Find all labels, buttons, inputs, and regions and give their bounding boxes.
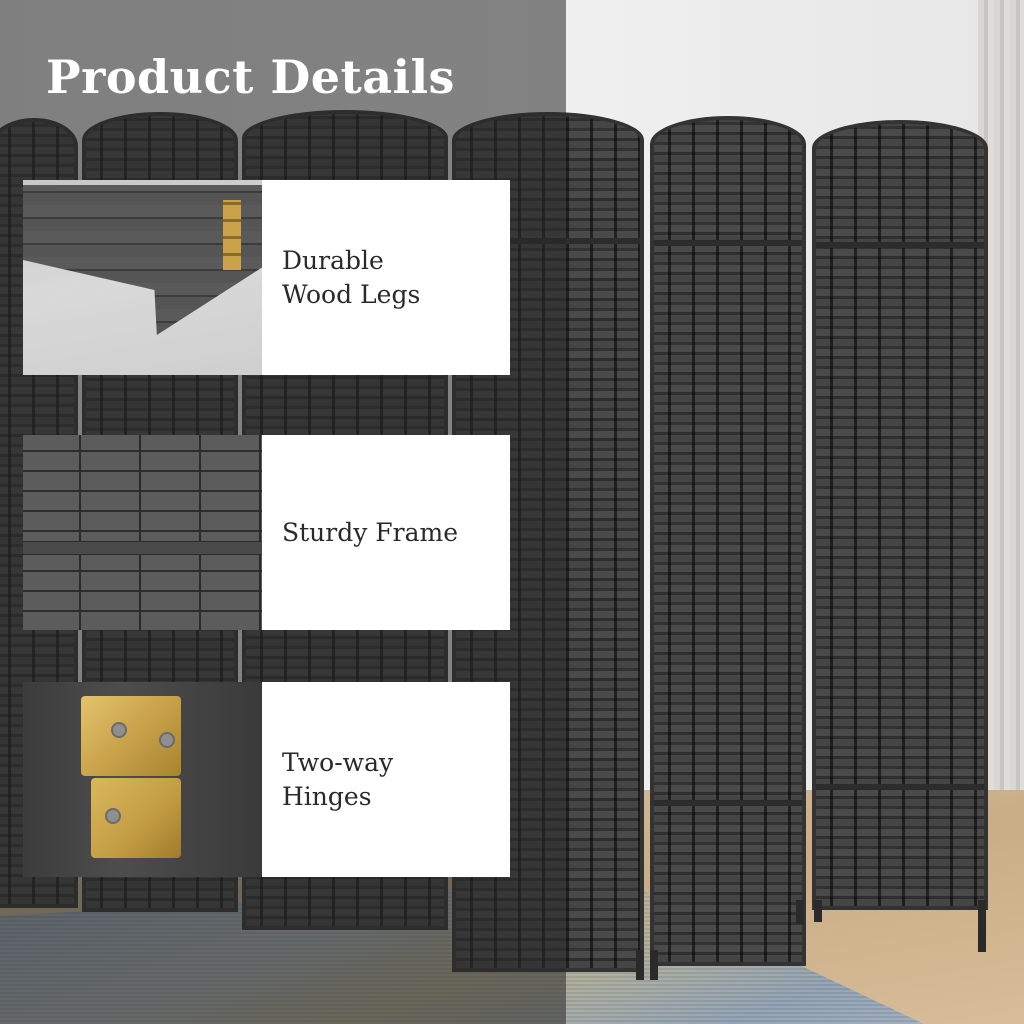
woven-texture-photo — [23, 435, 262, 630]
panel-leg — [650, 950, 658, 980]
feature-label: Durable Wood Legs — [282, 245, 421, 309]
panel-leg — [636, 950, 644, 980]
brass-hinge-photo — [23, 682, 262, 877]
feature-label-box: Durable Wood Legs — [262, 180, 510, 375]
panel-rail — [816, 784, 984, 790]
stacked-panels-photo — [23, 180, 262, 375]
panel-rail — [816, 242, 984, 248]
feature-wood-legs: Durable Wood Legs — [23, 180, 510, 375]
frame-bar — [23, 541, 262, 555]
panel-rail — [654, 240, 802, 246]
feature-label-box: Sturdy Frame — [262, 435, 510, 630]
panel-leg — [978, 900, 986, 952]
panel-leg — [814, 900, 822, 922]
screw-icon — [159, 732, 175, 748]
page-title: Product Details — [46, 50, 455, 104]
screw-icon — [105, 808, 121, 824]
divider-panel-6 — [812, 120, 988, 910]
feature-sturdy-frame: Sturdy Frame — [23, 435, 510, 630]
screw-icon — [111, 722, 127, 738]
panel-rail — [654, 800, 802, 806]
feature-label: Sturdy Frame — [282, 517, 459, 547]
divider-panel-5 — [650, 116, 806, 966]
hinge-icon — [223, 200, 241, 270]
feature-two-way-hinges: Two-way Hinges — [23, 682, 510, 877]
feature-label-box: Two-way Hinges — [262, 682, 510, 877]
panel-leg — [796, 900, 804, 924]
feature-label: Two-way Hinges — [282, 747, 394, 811]
